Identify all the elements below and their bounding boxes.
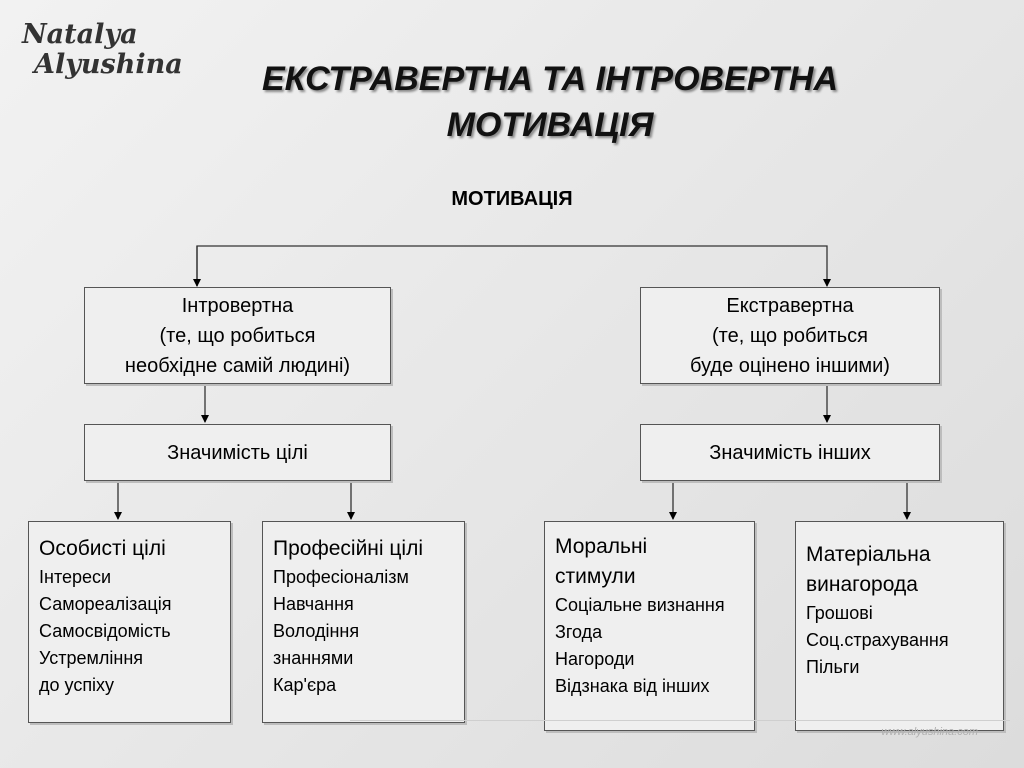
moral-stimuli-head-1: Моральні	[555, 535, 648, 558]
list-item: Самореалізація	[39, 594, 172, 614]
title-line-1: ЕКСТРАВЕРТНА ТА ІНТРОВЕРТНА	[261, 60, 839, 98]
material-reward-head-1: Матеріальна	[806, 543, 931, 566]
title-line-2: МОТИВАЦІЯ	[446, 106, 654, 144]
footer-url: www.alyushina.com	[881, 726, 978, 738]
goal-importance-label: Значимість цілі	[167, 441, 308, 464]
extravert-line-1: Екстравертна	[726, 294, 854, 317]
list-item: Грошові	[806, 603, 873, 623]
introvert-node: Інтровертна (те, що робиться необхідне с…	[84, 287, 391, 384]
logo-line-2: Alyushina	[34, 49, 183, 80]
personal-goals-node: Особисті цілі Інтереси Самореалізація Са…	[28, 521, 231, 723]
extravert-line-2: (те, що робиться	[711, 324, 869, 347]
material-reward-node: Матеріальна винагорода Грошові Соц.страх…	[795, 521, 1004, 731]
list-item: Володіння	[273, 621, 360, 641]
others-importance-label: Значимість інших	[709, 441, 871, 464]
list-item: до успіху	[39, 675, 115, 695]
list-item: Самосвідомість	[39, 621, 171, 641]
logo-line-1: Natalya	[22, 19, 138, 50]
logo: Natalya Alyushina	[22, 20, 183, 80]
extravert-line-3: буде оцінено іншими)	[690, 354, 890, 377]
list-item: Згода	[555, 622, 603, 642]
list-item: Устремління	[39, 648, 144, 668]
introvert-line-2: (те, що робиться	[159, 324, 316, 347]
extravert-node: Екстравертна (те, що робиться буде оціне…	[640, 287, 940, 384]
root-node-label: МОТИВАЦІЯ	[451, 188, 573, 210]
footer-divider	[350, 720, 1010, 721]
moral-stimuli-head-2: стимули	[555, 565, 636, 588]
list-item: Відзнака від інших	[555, 676, 710, 696]
introvert-line-3: необхідне самій людині)	[124, 354, 351, 377]
professional-goals-head: Професійні цілі	[273, 537, 424, 560]
list-item: Нагороди	[555, 649, 635, 669]
list-item: знаннями	[273, 648, 354, 668]
page-title: ЕКСТРАВЕРТНА ТА ІНТРОВЕРТНА МОТИВАЦІЯ	[180, 56, 920, 148]
others-importance-node: Значимість інших	[640, 424, 940, 481]
list-item: Соціальне визнання	[555, 595, 725, 615]
moral-stimuli-node: Моральні стимули Соціальне визнання Згод…	[544, 521, 755, 731]
list-item: Професіоналізм	[273, 567, 409, 587]
personal-goals-head: Особисті цілі	[39, 537, 166, 560]
list-item: Кар'єра	[273, 675, 337, 695]
material-reward-head-2: винагорода	[806, 573, 918, 596]
list-item: Навчання	[273, 594, 354, 614]
list-item: Соц.страхування	[806, 630, 949, 650]
list-item: Інтереси	[39, 567, 112, 587]
list-item: Пільги	[806, 657, 860, 677]
connector-root	[196, 245, 831, 287]
introvert-line-1: Інтровертна	[181, 294, 294, 317]
professional-goals-node: Професійні цілі Професіоналізм Навчання …	[262, 521, 465, 723]
goal-importance-node: Значимість цілі	[84, 424, 391, 481]
